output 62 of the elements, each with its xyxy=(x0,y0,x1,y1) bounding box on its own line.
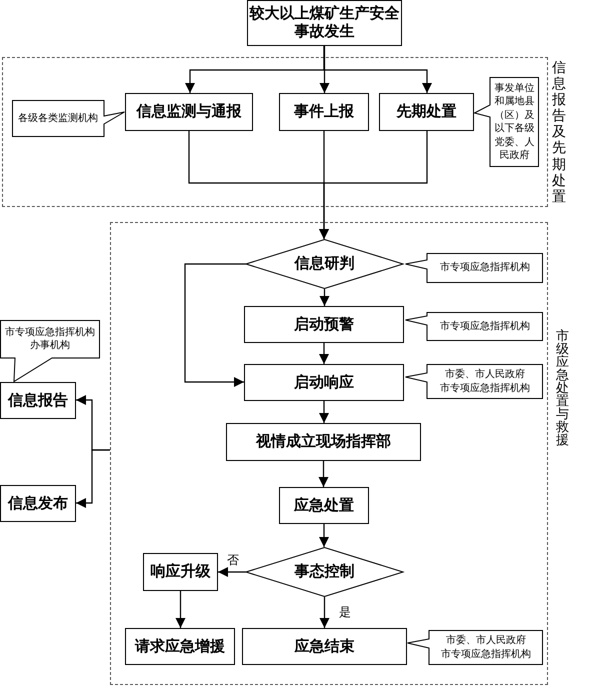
arrow xyxy=(176,591,186,628)
decision-diamond xyxy=(246,239,403,289)
callout-text: 市委、市人民政府 xyxy=(445,368,525,382)
callout-text: 各级各类监测机构 xyxy=(18,112,98,126)
process-box xyxy=(226,423,421,461)
process-box xyxy=(0,485,76,522)
callout xyxy=(12,100,125,137)
box-label: 应急处置 xyxy=(294,496,354,514)
callout xyxy=(0,320,100,382)
arrow xyxy=(319,524,329,547)
callout xyxy=(405,253,543,283)
process-box xyxy=(379,93,474,131)
box-label: 先期处置 xyxy=(396,103,456,121)
group-heading: 信息报告及先期处置 xyxy=(552,60,566,205)
callout xyxy=(405,312,543,341)
group-heading: 市级应急处置与救援 xyxy=(556,330,569,447)
process-box xyxy=(279,487,369,524)
box-label: 启动响应 xyxy=(294,374,354,392)
process-box xyxy=(125,628,235,665)
decision-label: 事态控制 xyxy=(294,563,354,581)
arrow xyxy=(320,289,330,306)
box-label: 应急结束 xyxy=(294,638,354,656)
box-label: 信息监测与通报 xyxy=(136,103,242,121)
arrow xyxy=(76,449,110,508)
box-label: 事件上报 xyxy=(294,103,354,121)
process-box xyxy=(0,382,76,419)
process-box xyxy=(279,93,369,131)
box-label: 信息发布 xyxy=(8,494,68,512)
arrow xyxy=(319,343,329,364)
box-label: 响应升级 xyxy=(150,563,210,581)
callout-text: 市专项应急指挥机构办事机构 xyxy=(4,326,96,352)
arrow xyxy=(323,46,432,93)
arrow xyxy=(184,263,246,387)
callout-text: 市专项应急指挥机构 xyxy=(440,320,530,334)
arrow xyxy=(319,401,329,423)
callout-text: 市委、市人民政府 xyxy=(446,634,526,648)
box-label: 较大以上煤矿生产安全事故发生 xyxy=(248,5,400,41)
edge-label: 是 xyxy=(338,605,352,619)
box-label: 信息报告 xyxy=(8,392,68,410)
box-label: 视情成立现场指挥部 xyxy=(256,433,391,451)
decision-diamond xyxy=(246,547,403,597)
callout-text: 市专项应急指挥机构 xyxy=(440,261,530,275)
arrow xyxy=(319,131,428,239)
process-box xyxy=(244,364,404,401)
process-box xyxy=(143,553,218,591)
process-box xyxy=(242,628,407,665)
callout-text: 市专项应急指挥机构 xyxy=(440,382,530,395)
arrow xyxy=(320,46,330,93)
callout xyxy=(405,364,543,399)
decision-label: 信息研判 xyxy=(294,255,354,273)
callout-text: 事发单位和属地县（区）及以下各级党委、人民政府 xyxy=(494,82,536,162)
callout xyxy=(474,77,539,167)
callout xyxy=(407,630,543,665)
box-label: 启动预警 xyxy=(294,316,354,334)
arrow xyxy=(218,567,246,577)
process-box xyxy=(125,93,253,131)
callout-text: 市专项应急指挥机构 xyxy=(441,648,531,661)
edge-label: 否 xyxy=(226,553,240,567)
process-box xyxy=(244,306,404,343)
arrow xyxy=(320,597,330,628)
box-label: 请求应急增援 xyxy=(135,638,225,656)
arrow xyxy=(318,461,328,487)
